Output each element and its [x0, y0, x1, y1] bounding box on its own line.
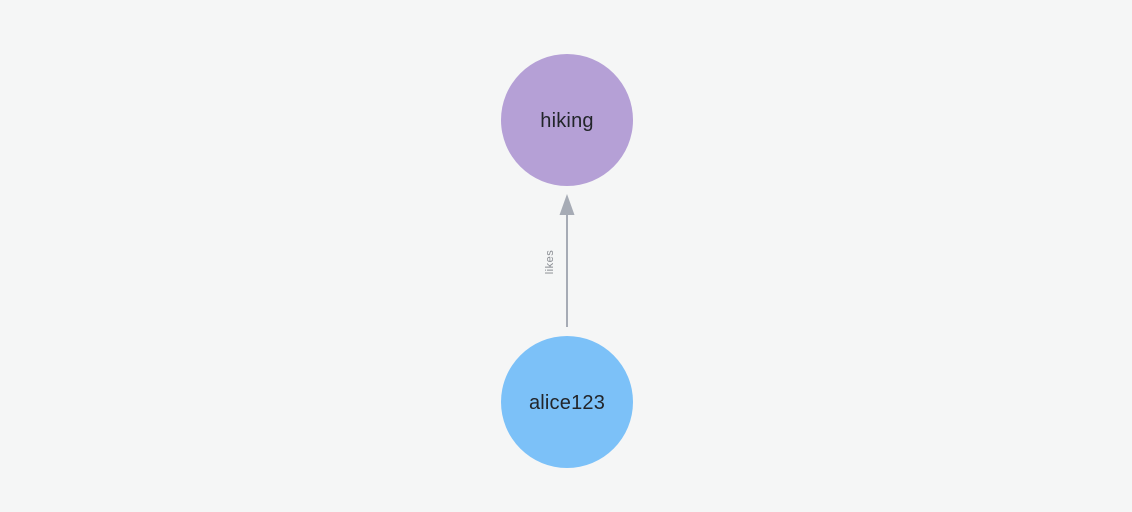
edge-label: likes: [544, 250, 556, 275]
node-hiking[interactable]: hiking: [501, 54, 633, 186]
node-circle[interactable]: [501, 336, 633, 468]
node-alice123[interactable]: alice123: [501, 336, 633, 468]
node-circle[interactable]: [501, 54, 633, 186]
edge-alice123-likes-hiking[interactable]: likes: [544, 194, 575, 327]
node-label: hiking: [540, 110, 593, 132]
edge-arrowhead-icon: [559, 194, 575, 215]
node-label: alice123: [529, 392, 605, 414]
